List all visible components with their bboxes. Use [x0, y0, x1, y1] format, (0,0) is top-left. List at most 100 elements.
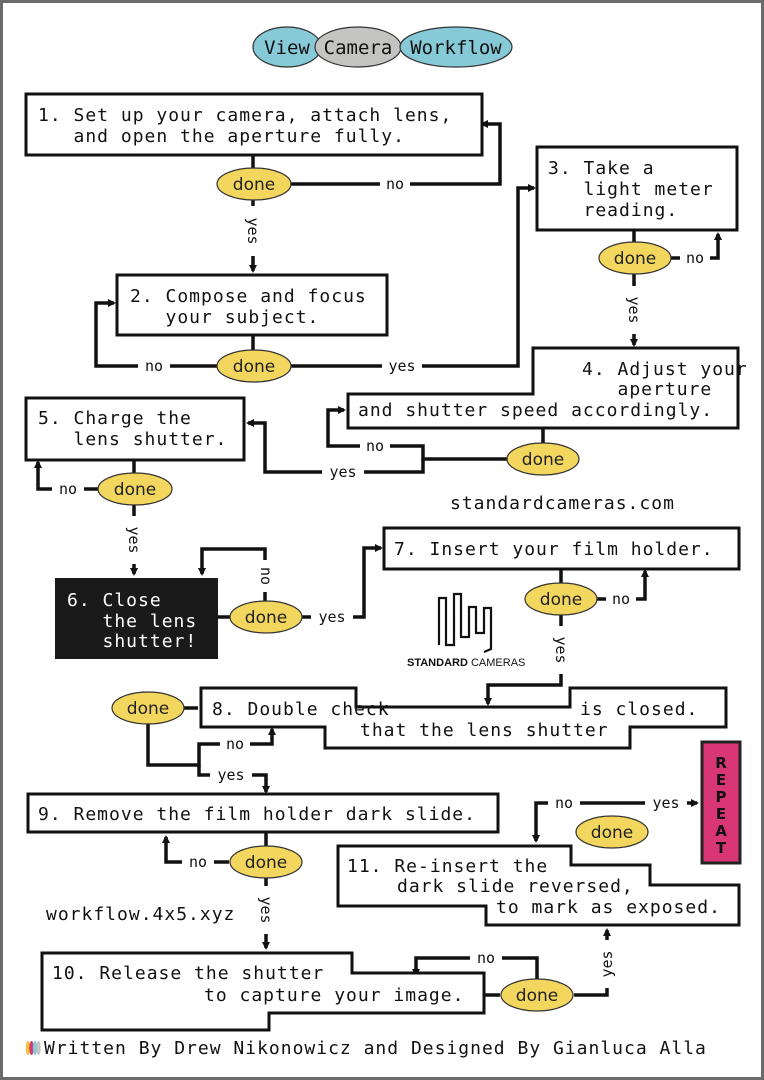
no-label: no: [555, 794, 573, 812]
logo-mark-icon: [437, 592, 493, 654]
step-10-line-1: 10. Release the shutter: [52, 963, 324, 984]
step-4-line-1: 4. Adjust your: [582, 359, 748, 380]
repeat-letter: A: [715, 822, 727, 840]
decision-2-label: done: [233, 357, 275, 377]
no-label: no: [257, 567, 275, 585]
step-6-line-1: 6. Close: [67, 590, 162, 611]
step-8-line-3: that the lens shutter: [360, 720, 609, 741]
yes-label: yes: [257, 896, 275, 923]
repeat-letter: E: [716, 805, 726, 823]
website-text: standardcameras.com: [450, 493, 675, 514]
connector-line: [246, 419, 425, 474]
step-4-line-2: aperture: [582, 379, 712, 400]
repeat-letter: T: [716, 839, 727, 857]
step-8-line-1: 8. Double check: [212, 699, 390, 720]
connector-line: [302, 544, 383, 619]
yes-label: yes: [552, 636, 570, 663]
repeat-letter: P: [716, 788, 727, 806]
yes-label: yes: [217, 766, 244, 784]
footer-swatch: [32, 1041, 38, 1055]
yes-label: yes: [625, 296, 643, 323]
credits-text: Written By Drew Nikonowicz and Designed …: [44, 1038, 707, 1059]
standard-cameras-logo: STANDARD CAMERAS: [407, 592, 525, 669]
step-2: 2. Compose and focus your subject.: [115, 273, 389, 337]
step-11-line-1: 11. Re-insert the: [347, 856, 548, 877]
step-8: 8. Double check is closed. that the lens…: [199, 686, 728, 750]
step-3-line-1: 3. Take a: [548, 158, 655, 179]
title-word-view: View: [264, 37, 310, 59]
step-9-line-1: 9. Remove the film holder dark slide.: [38, 804, 476, 825]
decision-7-label: done: [540, 590, 582, 610]
no-label: no: [145, 357, 163, 375]
footer: Written By Drew Nikonowicz and Designed …: [25, 1038, 707, 1059]
decision-10-label: done: [516, 986, 558, 1006]
yes-label: yes: [244, 217, 262, 244]
step-11-line-3: to mark as exposed.: [496, 897, 721, 918]
decision-11-label: done: [591, 823, 633, 843]
decision-4-label: done: [522, 450, 564, 470]
logo-text-regular: CAMERAS: [471, 657, 525, 669]
decision-5-label: done: [114, 480, 156, 500]
decision-10: done: [500, 978, 574, 1012]
step-10-line-2: to capture your image.: [204, 985, 464, 1006]
step-5: 5. Charge the lens shutter.: [24, 396, 246, 462]
yes-label: yes: [652, 794, 679, 812]
decision-3: done: [598, 241, 672, 275]
no-label: no: [477, 949, 495, 967]
branch-labels: no no yes no no yes no yes no no yes no …: [52, 175, 710, 988]
decisions: done done done done done done done done …: [97, 167, 672, 1012]
decision-6: done: [229, 600, 303, 634]
step-6-line-2: the lens: [67, 611, 197, 632]
flowchart: View Camera Workflow: [24, 26, 748, 1059]
step-9: 9. Remove the film holder dark slide.: [26, 792, 500, 834]
footer-swatches: [25, 1041, 41, 1055]
step-2-line-1: 2. Compose and focus: [130, 286, 367, 307]
footer-swatch: [25, 1041, 31, 1055]
yes-label: yes: [125, 526, 143, 553]
step-10: 10. Release the shutter to capture your …: [40, 951, 486, 1032]
decision-9-label: done: [245, 853, 287, 873]
logo-text-bold: STANDARD: [407, 657, 468, 669]
decision-8-label: done: [127, 699, 169, 719]
title-banner: View Camera Workflow: [252, 26, 513, 68]
step-6-line-3: shutter!: [67, 631, 197, 652]
no-label: no: [612, 590, 630, 608]
no-label: no: [366, 437, 384, 455]
decision-5: done: [97, 472, 173, 506]
repeat-letter: R: [715, 754, 727, 772]
footer-swatch: [36, 1041, 41, 1055]
step-5-line-2: lens shutter.: [38, 429, 227, 450]
title-word-workflow-bubble: [399, 26, 513, 68]
no-label: no: [226, 735, 244, 753]
step-1-line-2: and open the aperture fully.: [38, 126, 405, 147]
decision-1-label: done: [233, 175, 275, 195]
decision-3-label: done: [614, 249, 656, 269]
step-11: 11. Re-insert the dark slide reversed, t…: [336, 844, 741, 927]
repeat-letter: E: [716, 771, 726, 789]
step-7: 7. Insert your film holder.: [382, 526, 741, 571]
yes-label: yes: [598, 950, 616, 977]
connector-line: [146, 722, 276, 767]
step-6: 6. Close the lens shutter!: [55, 578, 218, 659]
logo-text: STANDARD CAMERAS: [407, 657, 525, 669]
decision-2: done: [216, 349, 292, 383]
decision-9: done: [229, 845, 303, 879]
decision-1: done: [216, 167, 292, 201]
workflow-poster: View Camera Workflow: [3, 3, 761, 1077]
step-1: 1. Set up your camera, attach lens, and …: [24, 92, 484, 157]
step-11-line-2: dark slide reversed,: [397, 876, 634, 897]
step-5-line-1: 5. Charge the: [38, 408, 192, 429]
decision-6-label: done: [245, 608, 287, 628]
step-3-line-2: light meter: [548, 179, 714, 200]
step-3: 3. Take a light meter reading.: [535, 145, 739, 232]
connector-line: [532, 801, 612, 843]
yes-label: yes: [318, 608, 345, 626]
step-2-line-2: your subject.: [130, 307, 319, 328]
no-label: no: [386, 175, 404, 193]
yes-label: yes: [388, 357, 415, 375]
decision-11: done: [575, 815, 649, 849]
yes-label: yes: [329, 463, 356, 481]
filename-text: workflow.4x5.xyz: [46, 904, 235, 925]
title-word-camera: Camera: [324, 37, 393, 59]
